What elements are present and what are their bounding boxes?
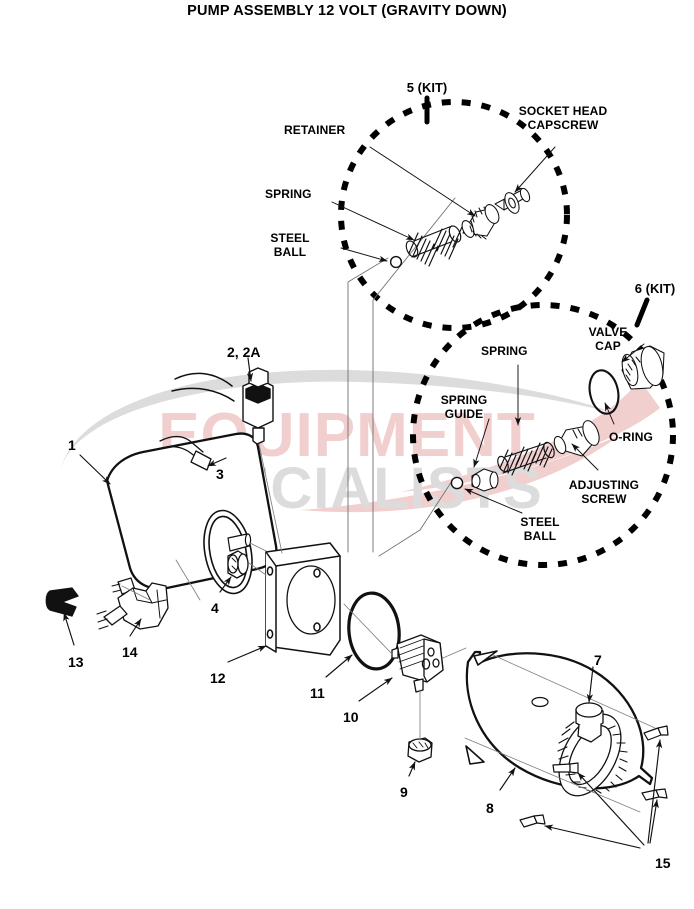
callout-tick-kit6 bbox=[634, 297, 650, 328]
retainer-part bbox=[461, 204, 500, 240]
leader-manifold-to-kit6 bbox=[378, 480, 453, 557]
leader-item-14 bbox=[129, 618, 142, 637]
connector-coupler-manifold bbox=[248, 562, 267, 576]
leader-retainer bbox=[369, 146, 476, 217]
connector-motor-solenoid bbox=[121, 585, 151, 601]
leader-manifold-to-kit5-b bbox=[372, 197, 456, 553]
spring-part-kit6 bbox=[497, 441, 555, 476]
item-15-number: 15 bbox=[655, 855, 671, 871]
mounting-clip-part bbox=[45, 587, 79, 617]
watermark-swoosh-pink-top bbox=[400, 380, 660, 492]
leader-capscrew bbox=[514, 146, 556, 193]
item-4-number: 4 bbox=[211, 600, 219, 616]
connector-shaft-manifold bbox=[249, 542, 267, 552]
connector-coil-manifold bbox=[258, 443, 283, 554]
leader-steel-ball-kit6 bbox=[464, 488, 523, 514]
part-label-valve-cap: VALVE CAP bbox=[588, 325, 628, 353]
connector-motor-body bbox=[175, 559, 201, 601]
leader-o-ring bbox=[604, 402, 615, 425]
steel-ball-part-kit5 bbox=[389, 255, 403, 269]
reservoir-port bbox=[531, 696, 549, 708]
part-label-adjusting-screw: ADJUSTING SCREW bbox=[568, 478, 640, 506]
solenoid-part bbox=[96, 582, 169, 630]
part-label-steel-ball-upper: STEEL BALL bbox=[270, 231, 310, 259]
item-3-number: 3 bbox=[216, 466, 224, 482]
leader-item-3 bbox=[207, 457, 227, 467]
callout-circle-kit6 bbox=[410, 302, 676, 568]
item-11-number: 11 bbox=[310, 685, 325, 701]
item-13-number: 13 bbox=[68, 654, 84, 670]
connector-pump-right bbox=[442, 647, 467, 659]
part-label-spring-lower: SPRING bbox=[481, 344, 528, 358]
coil-valve-part bbox=[171, 367, 274, 445]
wire-lead-part bbox=[157, 435, 212, 471]
leader-item-4 bbox=[219, 576, 232, 593]
callout-circle-kit5 bbox=[338, 99, 570, 331]
leader-item-11 bbox=[325, 654, 353, 678]
socket-head-capscrew-part bbox=[494, 187, 531, 214]
part-label-spring-guide: SPRING GUIDE bbox=[440, 393, 488, 421]
spring-guide-part bbox=[471, 468, 499, 492]
item-8-number: 8 bbox=[486, 800, 494, 816]
leader-steel-ball-kit5 bbox=[340, 247, 388, 262]
bolt-parts bbox=[519, 725, 669, 828]
filter-part bbox=[407, 737, 433, 763]
manifold-block-part bbox=[265, 542, 341, 656]
part-label-spring-upper: SPRING bbox=[265, 187, 312, 201]
gear-pump-part bbox=[391, 634, 444, 693]
valve-cap-part bbox=[621, 345, 665, 390]
leader-item-13 bbox=[63, 612, 75, 646]
item-12-number: 12 bbox=[210, 670, 226, 686]
filler-cap-part bbox=[575, 702, 604, 743]
watermark-swoosh-pink-bottom bbox=[300, 435, 620, 513]
leader-item-1 bbox=[79, 454, 111, 485]
item-2-2a-number: 2, 2A bbox=[227, 344, 261, 360]
o-ring-large-part bbox=[347, 591, 401, 671]
item-1-number: 1 bbox=[68, 437, 76, 453]
leader-manifold-to-kit5-a bbox=[347, 257, 389, 553]
leader-item-15c bbox=[577, 772, 645, 846]
page-title: PUMP ASSEMBLY 12 VOLT (GRAVITY DOWN) bbox=[187, 3, 507, 19]
reservoir-end-coil bbox=[557, 713, 628, 797]
spring-part-kit5 bbox=[405, 225, 463, 267]
connector-manifold-oring bbox=[343, 603, 393, 655]
leader-item-10 bbox=[358, 677, 393, 702]
part-label-retainer: RETAINER bbox=[284, 123, 346, 137]
callout-label-kit6: 6 (KIT) bbox=[634, 281, 676, 296]
leader-valve-cap bbox=[621, 343, 645, 363]
leader-item-15d bbox=[544, 824, 641, 849]
callout-label-kit5: 5 (KIT) bbox=[406, 80, 448, 95]
o-ring-part-kit6 bbox=[588, 369, 620, 415]
part-label-socket-head-capscrew: SOCKET HEAD CAPSCREW bbox=[518, 104, 608, 132]
reservoir-mount-flange bbox=[465, 650, 498, 765]
leader-item-9 bbox=[408, 761, 416, 777]
item-9-number: 9 bbox=[400, 784, 408, 800]
leader-adjusting-screw bbox=[571, 443, 599, 471]
steel-ball-part-kit6 bbox=[450, 476, 464, 490]
leader-item-15b bbox=[647, 739, 663, 844]
adjusting-screw-part bbox=[553, 420, 600, 457]
leader-item-15a bbox=[649, 799, 659, 844]
item-10-number: 10 bbox=[343, 709, 359, 725]
leader-item-7 bbox=[586, 666, 594, 703]
item-7-number: 7 bbox=[594, 652, 602, 668]
item-14-number: 14 bbox=[122, 644, 138, 660]
leader-item-2 bbox=[246, 357, 254, 382]
coupler-part bbox=[227, 550, 249, 579]
motor-shaft bbox=[227, 533, 252, 552]
leader-spring-kit5 bbox=[331, 201, 415, 241]
part-label-steel-ball-lower: STEEL BALL bbox=[520, 515, 560, 543]
part-label-o-ring-kit: O-RING bbox=[609, 430, 653, 444]
leader-item-12 bbox=[227, 645, 267, 663]
leader-spring-guide bbox=[473, 418, 490, 468]
leader-item-8 bbox=[499, 767, 516, 791]
